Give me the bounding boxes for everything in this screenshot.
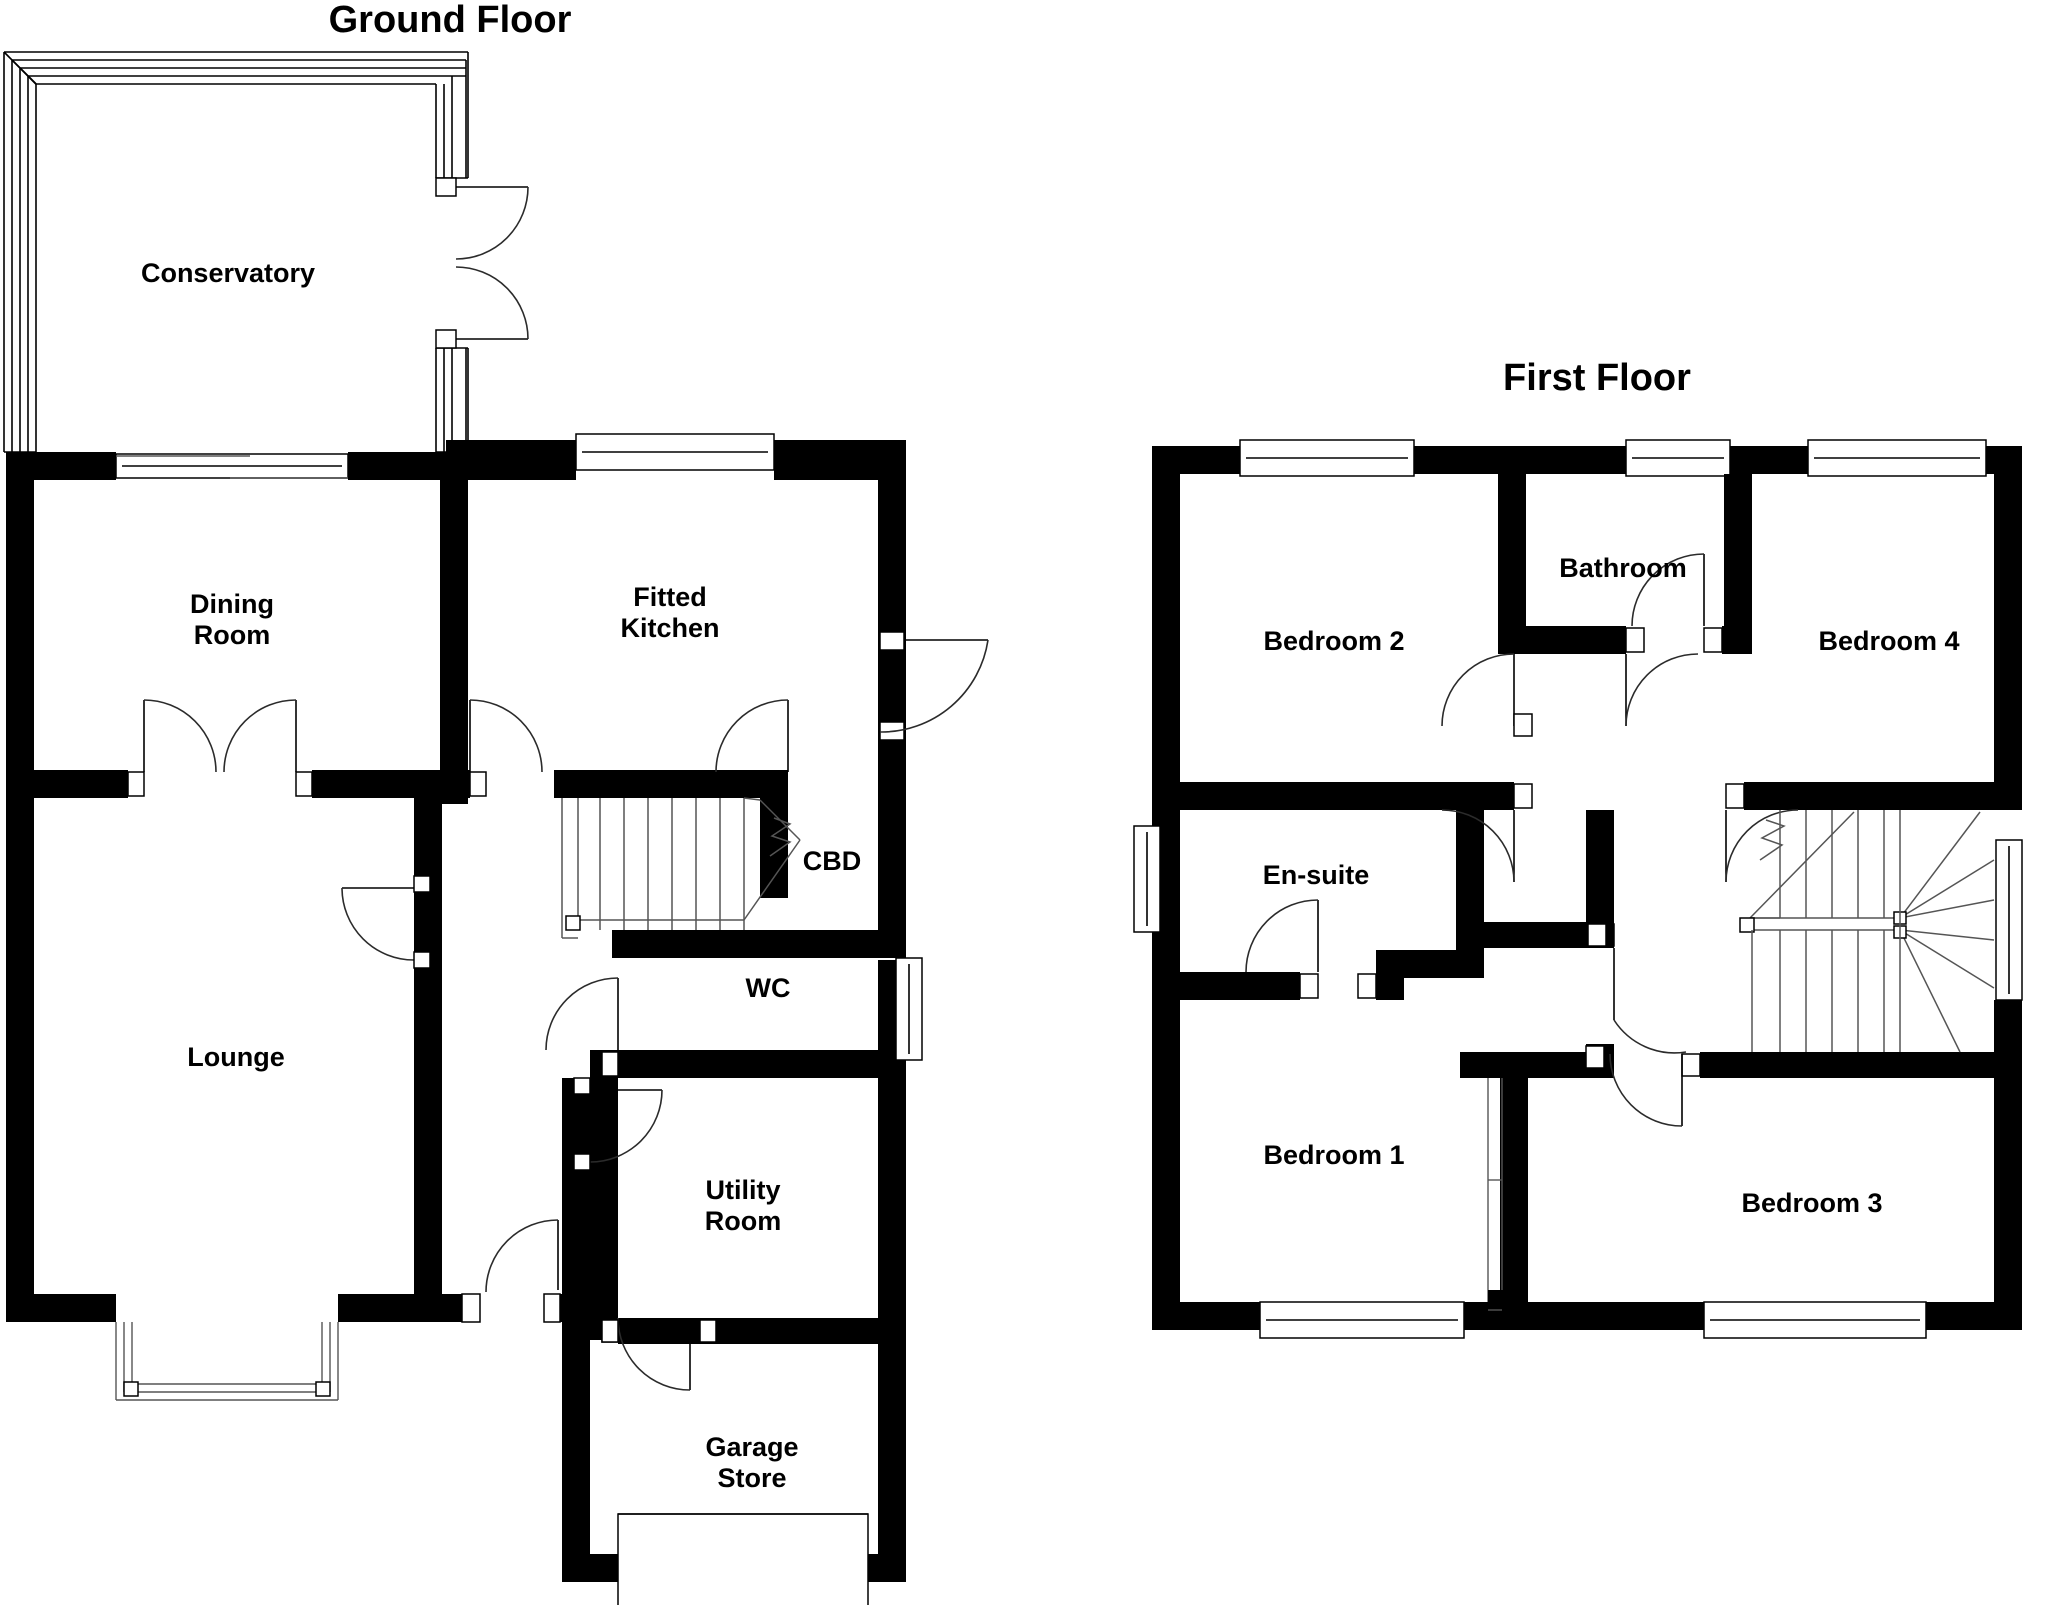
room-label-conservatory: Conservatory: [141, 258, 315, 288]
room-label-bedroom1: Bedroom 1: [1263, 1140, 1404, 1170]
doors-ground: [143, 699, 789, 1391]
bay-window-lounge: [115, 1322, 339, 1401]
patio-door-dining: [116, 455, 348, 479]
window-bedroom3-bottom: [1703, 1301, 1927, 1339]
room-label-garage-line2: Store: [717, 1463, 786, 1493]
room-label-dining-line1: Dining: [190, 589, 274, 619]
door-kitchen-rear: [879, 631, 989, 741]
room-label-bedroom4: Bedroom 4: [1818, 626, 1959, 656]
room-label-dining-line2: Room: [194, 620, 271, 650]
window-wc-right: [895, 957, 923, 1061]
room-label-ensuite: En-suite: [1263, 860, 1370, 890]
conservatory-door-jamb-bottom: [435, 329, 457, 349]
room-label-kitchen-line1: Fitted: [633, 582, 707, 612]
window-kitchen-top: [575, 433, 775, 471]
conservatory-structure: [3, 51, 529, 453]
window-bedroom4-top: [1807, 439, 1987, 477]
room-label-cbd: CBD: [803, 846, 862, 876]
window-bedroom1-bottom: [1259, 1301, 1465, 1339]
room-label-wc: WC: [746, 973, 791, 1003]
window-bedroom2-top: [1239, 439, 1415, 477]
doors-first: [1245, 553, 1799, 1127]
room-label-utility-line2: Room: [705, 1206, 782, 1236]
room-label-bedroom3: Bedroom 3: [1741, 1188, 1882, 1218]
first-floor-walls: [1133, 439, 2022, 1339]
window-ensuite-left: [1133, 825, 1161, 933]
window-dining-top: [115, 453, 349, 479]
staircase-first: [1739, 810, 2023, 1053]
room-label-bathroom: Bathroom: [1559, 553, 1687, 583]
room-label-lounge: Lounge: [187, 1042, 284, 1072]
ground-floor-walls: [6, 433, 906, 1582]
room-label-bedroom2: Bedroom 2: [1263, 626, 1404, 656]
room-label-garage-line1: Garage: [705, 1432, 798, 1462]
garage-door: [617, 1513, 869, 1605]
conservatory-door-jamb-top: [435, 177, 457, 197]
first-floor-title: First Floor: [1503, 357, 1691, 399]
room-label-utility-line1: Utility: [705, 1175, 780, 1205]
staircase-ground: [561, 797, 801, 939]
window-bathroom-top: [1625, 439, 1731, 477]
ground-floor-title: Ground Floor: [329, 0, 572, 41]
room-label-kitchen-line2: Kitchen: [620, 613, 719, 643]
window-stairs-right: [1995, 839, 2023, 1001]
